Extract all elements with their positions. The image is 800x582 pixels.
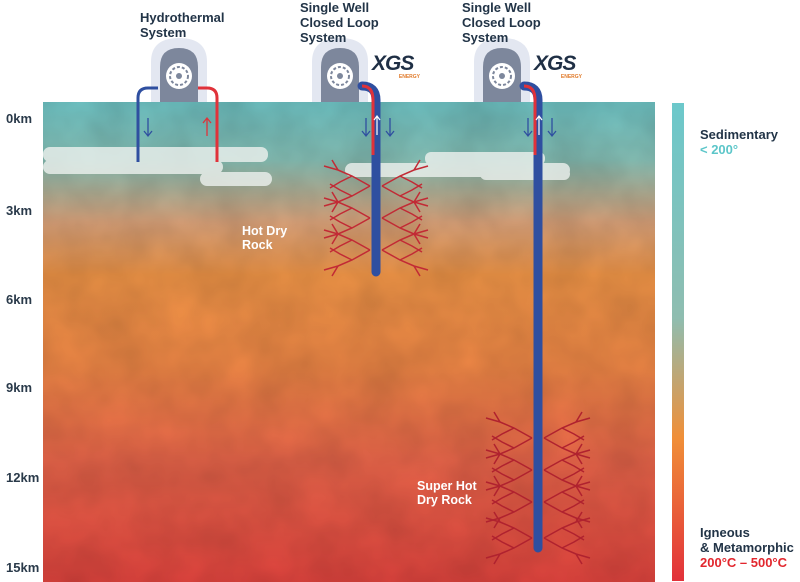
closed-loop-facility-2 — [474, 38, 530, 102]
fracture-branch — [381, 191, 429, 245]
depth-label: 0km — [6, 111, 33, 126]
rock-texture — [43, 102, 655, 582]
closed-loop-return-1 — [361, 84, 375, 155]
turbine-icon — [169, 66, 189, 86]
depth-label: 3km — [6, 203, 33, 218]
fracture-branch — [543, 443, 591, 497]
closed-loop-title-2: Single Well Closed Loop System — [462, 0, 541, 45]
closed-loop-facility-1 — [312, 38, 368, 102]
legend-igneous: Igneous & Metamorphic — [700, 525, 794, 555]
injection-pipe — [136, 86, 158, 162]
xgs-logo: XGS ENERGY — [372, 52, 420, 80]
fracture-branch — [485, 475, 533, 529]
fracture-branch — [543, 411, 591, 465]
up-arrow-icon — [202, 116, 212, 136]
depth-label: 9km — [6, 380, 33, 395]
super-hot-dry-rock-label: Super Hot Dry Rock — [417, 479, 477, 507]
legend-sedimentary-range: < 200° — [700, 142, 739, 157]
down-arrow-icon — [143, 118, 153, 138]
fracture-branch — [323, 223, 371, 277]
closed-loop-return-2 — [523, 84, 537, 155]
fracture-branch — [485, 411, 533, 465]
fracture-branch — [323, 159, 371, 213]
turbine-icon — [330, 66, 350, 86]
legend-sedimentary: Sedimentary — [700, 127, 779, 142]
hydrothermal-facility — [151, 38, 207, 102]
fracture-network-super-hot-dry-rock — [485, 411, 591, 565]
closed-loop-title-1: Single Well Closed Loop System — [300, 0, 379, 45]
production-pipe — [198, 86, 219, 162]
temperature-legend-bar — [672, 103, 684, 581]
up-arrow-icon — [373, 115, 381, 135]
fracture-branch — [543, 475, 591, 529]
down-arrow-icon — [523, 118, 533, 138]
hydrothermal-title: Hydrothermal System — [140, 10, 225, 40]
up-arrow-icon — [535, 115, 543, 135]
depth-label: 15km — [6, 560, 40, 575]
depth-label: 12km — [6, 470, 40, 485]
fracture-branch — [543, 511, 591, 565]
down-arrow-icon — [361, 118, 371, 138]
depth-label: 6km — [6, 292, 33, 307]
down-arrow-icon — [547, 118, 557, 138]
sedimentary-strata — [43, 147, 570, 186]
fracture-network-hot-dry-rock — [323, 159, 429, 277]
fracture-branch — [381, 223, 429, 277]
fracture-branch — [485, 511, 533, 565]
fracture-branch — [323, 191, 371, 245]
legend-igneous-range: 200°C – 500°C — [700, 555, 788, 570]
hot-dry-rock-label: Hot Dry Rock — [242, 224, 288, 252]
down-arrow-icon — [385, 118, 395, 138]
xgs-logo: XGS ENERGY — [534, 52, 582, 80]
fracture-branch — [381, 159, 429, 213]
turbine-icon — [492, 66, 512, 86]
fracture-branch — [485, 443, 533, 497]
